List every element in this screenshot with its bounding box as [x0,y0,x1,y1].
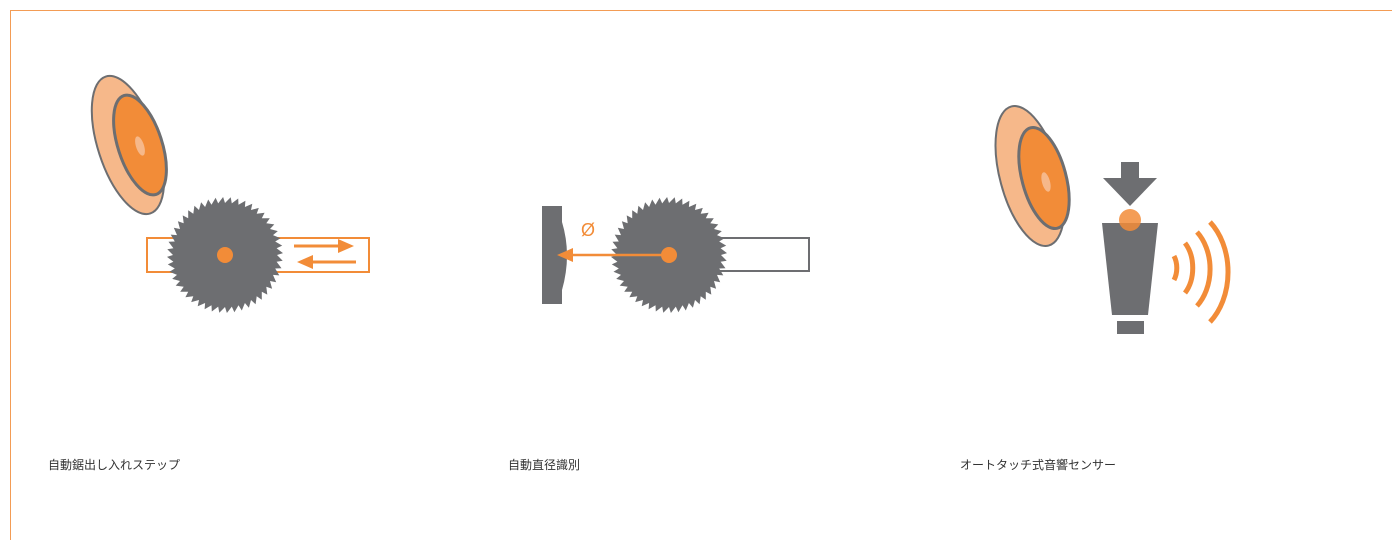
acoustic-sensor-icon [1102,223,1158,315]
caption-diameter-detection: 自動直径識別 [508,458,581,472]
saw-blade-icon [611,197,727,313]
content-frame [10,10,1392,540]
grinding-wheel-icon [90,74,168,216]
saw-arm [713,237,810,272]
panel-2-diagram: Ø [542,197,810,313]
bidirectional-arrow-icon [294,239,356,269]
caption-saw-step: 自動鋸出し入れステップ [48,458,181,472]
grinding-wheel-icon [994,105,1071,247]
sensor-base [1117,321,1144,334]
contact-point [1119,209,1141,231]
caption-acoustic-sensor: オートタッチ式音響センサー [960,458,1117,472]
diameter-arrow-icon [557,248,667,262]
panel-1-diagram [90,74,370,313]
diameter-symbol: Ø [581,220,595,240]
sound-waves-icon [1171,220,1231,324]
caliper-jaw-icon [542,206,567,304]
down-arrow-icon [1103,162,1157,206]
saw-blade-icon [167,197,283,313]
panel-3-diagram [994,105,1231,334]
